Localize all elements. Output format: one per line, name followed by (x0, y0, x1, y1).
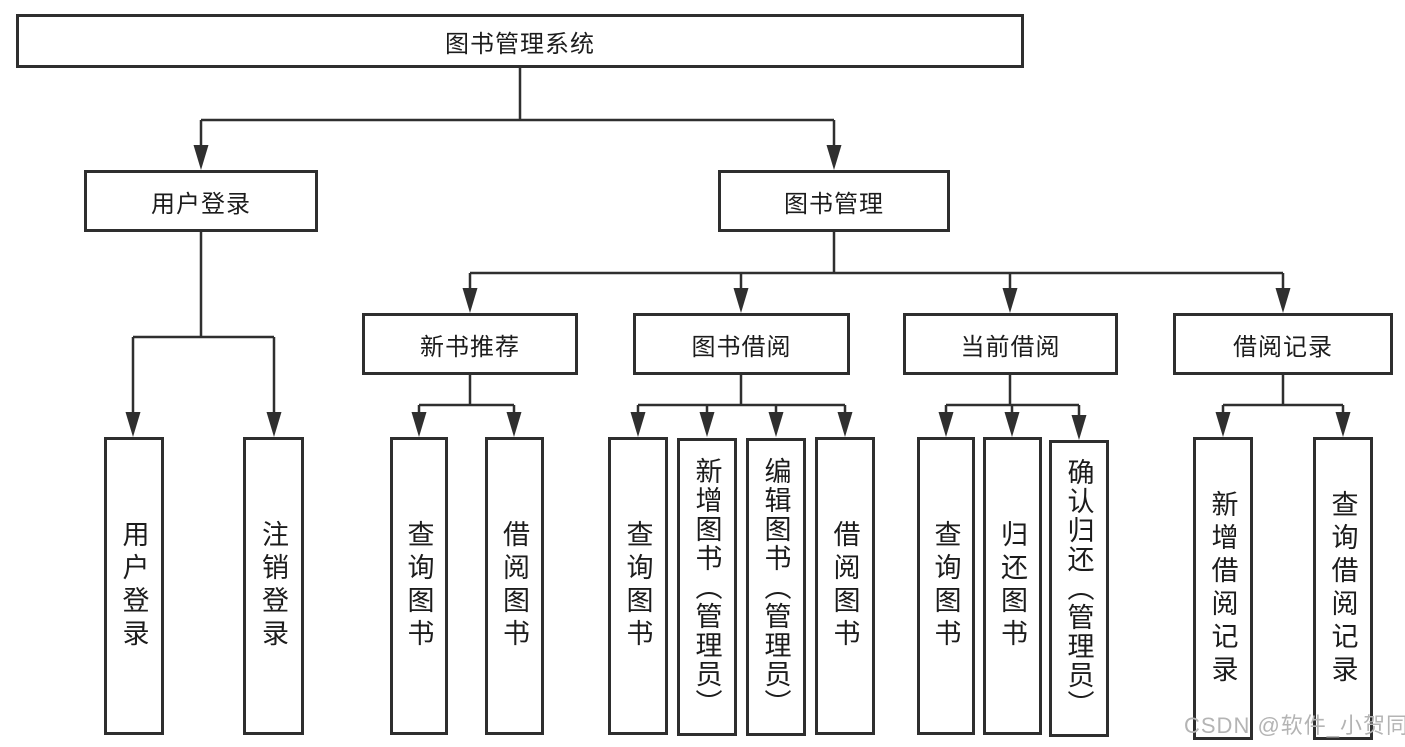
leaf-return-books: 归还图书 (983, 437, 1042, 735)
node-new-book-recommend: 新书推荐 (362, 313, 578, 375)
arrowheads (125, 145, 1351, 440)
leaf-borrow-books-1: 借阅图书 (485, 437, 544, 735)
node-current-borrow: 当前借阅 (903, 313, 1118, 375)
leaf-borrow-books-2: 借阅图书 (815, 437, 875, 735)
leaf-query-books-3: 查询图书 (917, 437, 975, 735)
node-root-library-system: 图书管理系统 (16, 14, 1024, 68)
leaf-query-books-2: 查询图书 (608, 437, 668, 735)
node-borrow-records: 借阅记录 (1173, 313, 1393, 375)
leaf-add-books-admin: 新增图书（管理员） (677, 438, 737, 736)
node-user-login: 用户登录 (84, 170, 318, 232)
leaf-edit-books-admin: 编辑图书（管理员） (746, 438, 806, 736)
leaf-add-borrow-record: 新增借阅记录 (1193, 437, 1253, 740)
leaf-logout: 注销登录 (243, 437, 304, 735)
node-book-management: 图书管理 (718, 170, 950, 232)
csdn-watermark: CSDN @软件_小贺同学 (1184, 713, 1405, 738)
leaf-query-borrow-record: 查询借阅记录 (1313, 437, 1373, 740)
leaf-confirm-return-admin: 确认归还（管理员） (1049, 440, 1109, 737)
leaf-user-login: 用户登录 (104, 437, 164, 735)
node-book-borrow: 图书借阅 (633, 313, 850, 375)
leaf-query-books-1: 查询图书 (390, 437, 448, 735)
